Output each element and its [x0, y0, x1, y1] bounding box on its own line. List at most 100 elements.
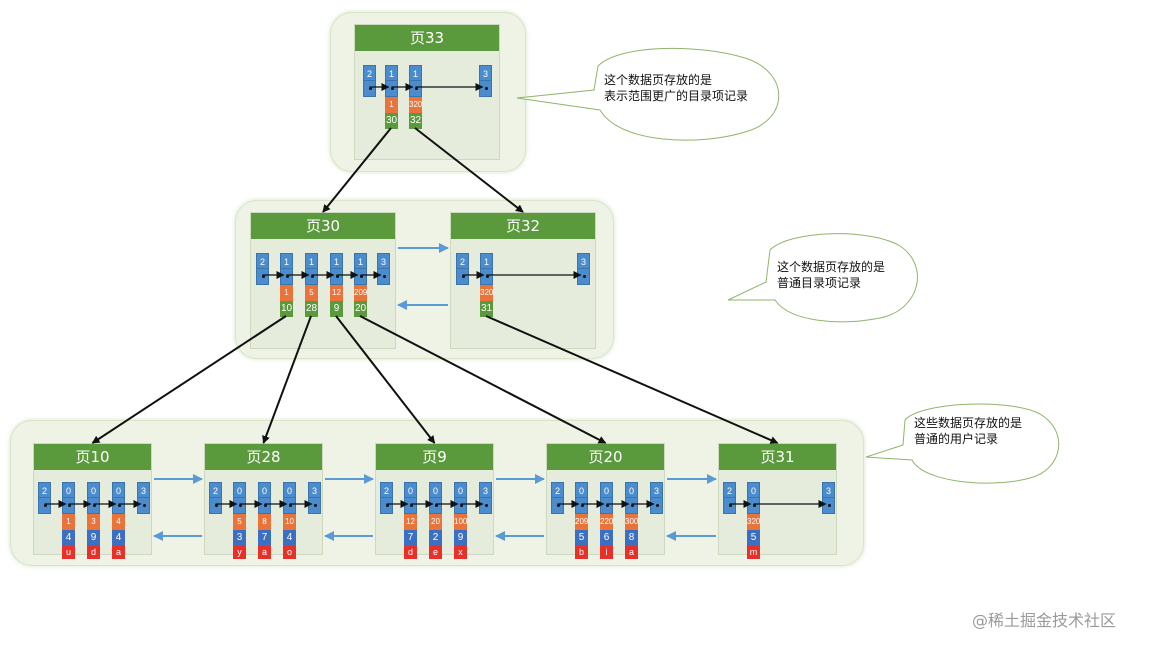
key-cell: 3	[87, 514, 100, 530]
key-cell: 5	[233, 514, 246, 530]
pointer-dot	[336, 275, 339, 278]
key-cell: 1	[385, 97, 398, 113]
value-cell: i	[600, 546, 613, 559]
column-cell: 2	[429, 530, 442, 546]
column-cell: 4	[283, 530, 296, 546]
next-record-pointer	[625, 498, 638, 514]
next-record-pointer	[233, 498, 246, 514]
next-record-pointer	[429, 498, 442, 514]
next-record-pointer	[650, 498, 663, 514]
record-type-cell: 3	[377, 253, 390, 269]
next-record-pointer	[480, 269, 493, 285]
record-type-cell: 1	[409, 65, 422, 81]
record-type-cell: 0	[283, 482, 296, 498]
pointer-dot	[631, 504, 634, 507]
pointer-dot	[606, 504, 609, 507]
record-type-cell: 2	[363, 65, 376, 81]
record-type-cell: 0	[429, 482, 442, 498]
next-record-pointer	[330, 269, 343, 285]
key-cell: 12	[404, 514, 417, 530]
next-record-pointer	[409, 81, 422, 97]
child-page-cell: 30	[385, 113, 398, 129]
record-type-cell: 0	[62, 482, 75, 498]
value-cell: a	[625, 546, 638, 559]
record-type-cell: 2	[209, 482, 222, 498]
column-cell: 7	[404, 530, 417, 546]
record-type-cell: 2	[256, 253, 269, 269]
next-record-pointer	[305, 269, 318, 285]
key-cell: 5	[305, 285, 318, 301]
key-cell: 1	[280, 285, 293, 301]
value-cell: e	[429, 546, 442, 559]
next-record-pointer	[747, 498, 760, 514]
record-type-cell: 3	[479, 482, 492, 498]
pointer-dot	[311, 275, 314, 278]
key-cell: 12	[330, 285, 343, 301]
next-record-pointer	[600, 498, 613, 514]
value-cell: o	[283, 546, 296, 559]
next-record-pointer	[38, 498, 51, 514]
next-record-pointer	[258, 498, 271, 514]
record-type-cell: 3	[137, 482, 150, 498]
record-type-cell: 3	[479, 65, 492, 81]
pointer-dot	[143, 504, 146, 507]
callout-line: 普通的用户记录	[914, 432, 999, 446]
child-page-cell: 20	[354, 301, 367, 317]
page-header: 页9	[376, 444, 493, 470]
pointer-dot	[391, 87, 394, 90]
record-type-cell: 0	[600, 482, 613, 498]
pointer-dot	[369, 87, 372, 90]
column-cell: 5	[575, 530, 588, 546]
record-type-cell: 1	[280, 253, 293, 269]
next-record-pointer	[385, 81, 398, 97]
pointer-dot	[828, 504, 831, 507]
next-record-pointer	[354, 269, 367, 285]
pointer-dot	[314, 504, 317, 507]
next-record-pointer	[404, 498, 417, 514]
record-type-cell: 3	[650, 482, 663, 498]
record-type-cell: 2	[38, 482, 51, 498]
record-type-cell: 0	[454, 482, 467, 498]
pointer-dot	[93, 504, 96, 507]
record-type-cell: 0	[258, 482, 271, 498]
key-cell: 320	[409, 97, 422, 113]
value-cell: d	[404, 546, 417, 559]
next-record-pointer	[380, 498, 393, 514]
value-cell: u	[62, 546, 75, 559]
next-record-pointer	[256, 269, 269, 285]
column-cell: 7	[258, 530, 271, 546]
key-cell: 320	[480, 285, 493, 301]
callout-line: 表示范围更广的目录项记录	[604, 89, 749, 103]
pointer-dot	[729, 504, 732, 507]
callout-line: 这些数据页存放的是	[914, 416, 1023, 430]
record-type-cell: 0	[112, 482, 125, 498]
next-record-pointer	[577, 269, 590, 285]
page-header: 页33	[355, 25, 499, 51]
next-record-pointer	[308, 498, 321, 514]
next-record-pointer	[723, 498, 736, 514]
pointer-dot	[262, 275, 265, 278]
column-cell: 4	[62, 530, 75, 546]
pointer-dot	[386, 504, 389, 507]
pointer-dot	[435, 504, 438, 507]
record-type-cell: 2	[551, 482, 564, 498]
next-record-pointer	[456, 269, 469, 285]
next-record-pointer	[575, 498, 588, 514]
next-record-pointer	[280, 269, 293, 285]
record-type-cell: 3	[308, 482, 321, 498]
value-cell: x	[454, 546, 467, 559]
pointer-dot	[289, 504, 292, 507]
key-cell: 4	[112, 514, 125, 530]
key-cell: 209	[354, 285, 367, 301]
callout-leaf-text: 这些数据页存放的是 普通的用户记录	[914, 415, 1022, 447]
page-header: 页28	[205, 444, 322, 470]
key-cell: 320	[747, 514, 760, 530]
next-record-pointer	[479, 498, 492, 514]
record-type-cell: 1	[480, 253, 493, 269]
next-record-pointer	[209, 498, 222, 514]
